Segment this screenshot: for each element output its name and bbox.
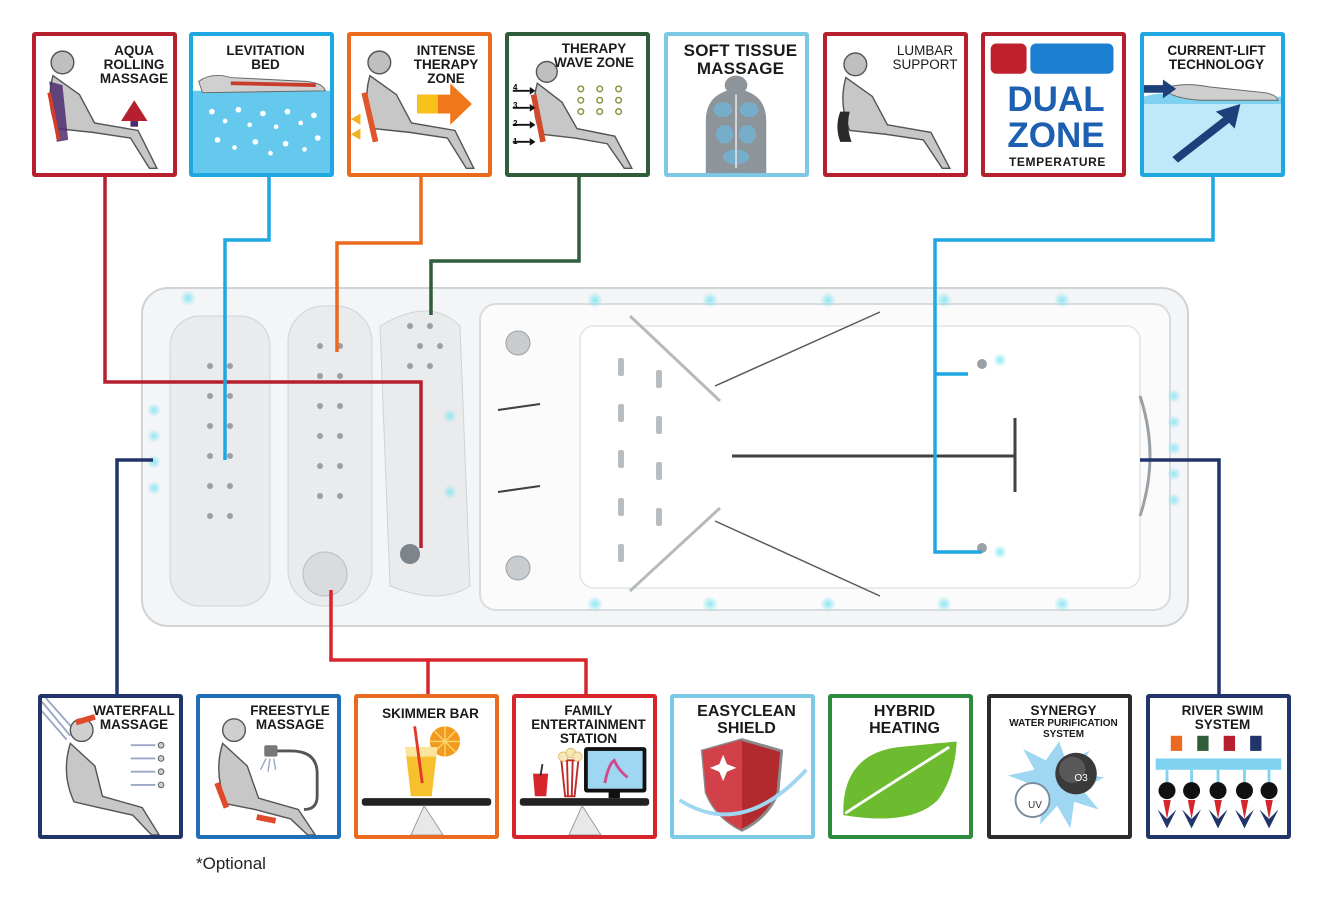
tile-title-easyclean-shield: EASYCLEAN SHIELD [697, 703, 796, 737]
tile-aqua-rolling-massage: AQUA ROLLING MASSAGE [32, 32, 177, 177]
tile-family-entertainment-station: FAMILY ENTERTAINMENT STATION [512, 694, 657, 839]
tile-title-waterfall-massage: WATERFALL MASSAGE [93, 703, 175, 733]
jet-level-1: 1 [513, 137, 518, 146]
swim-jets-icon [1155, 735, 1282, 829]
floating-body-bubbles-icon [193, 74, 330, 173]
jet-level-2: 2 [513, 119, 518, 128]
tablet-popcorn-tray-icon [519, 747, 650, 835]
handheld-shower-figure-icon [214, 718, 319, 835]
tile-title-therapy-wave-zone: THERAPY WAVE ZONE [553, 41, 634, 71]
jet-level-4: 4 [513, 83, 518, 92]
tile-title-dual-zone-temperature: TEMPERATURE [1008, 155, 1107, 169]
waterfall-figure-icon [42, 698, 165, 835]
ozone-badge: O3 [1074, 773, 1088, 784]
tile-easyclean-shield: EASYCLEAN SHIELD [670, 694, 815, 839]
tile-current-lift-technology: CURRENT-LIFT TECHNOLOGY [1140, 32, 1285, 177]
seated-figure-lumbar-icon [837, 52, 952, 169]
tile-levitation-bed: LEVITATION BED [189, 32, 334, 177]
dual-zone-logo-icon [990, 43, 1114, 74]
tile-dual-zone-temperature: DUAL ZONE TEMPERATURE [981, 32, 1126, 177]
tile-title-synergy: SYNERGY [1030, 703, 1097, 718]
tile-title-aqua-rolling-massage: AQUA ROLLING MASSAGE [99, 43, 169, 87]
tile-title-hybrid-heating: HYBRID HEATING [869, 703, 940, 737]
drink-tray-icon [361, 726, 492, 835]
tile-soft-tissue-massage: SOFT TISSUE MASSAGE [664, 32, 809, 177]
tile-title-lumbar-support: LUMBAR SUPPORT [892, 43, 958, 73]
jet-level-3: 3 [513, 101, 518, 110]
swim-spa-top-view [141, 287, 1189, 627]
tile-title-levitation-bed: LEVITATION BED [226, 43, 305, 73]
tile-title-intense-therapy-zone: INTENSE THERAPY ZONE [413, 43, 479, 87]
uv-ozone-splash-icon [1008, 741, 1105, 829]
shield-icon [678, 738, 808, 832]
swimmer-current-icon [1144, 79, 1281, 173]
tile-title-soft-tissue-massage: SOFT TISSUE MASSAGE [683, 41, 798, 78]
seated-figure-arrow-icon [47, 50, 159, 169]
tile-hybrid-heating: HYBRID HEATING [828, 694, 973, 839]
uv-badge: UV [1028, 800, 1042, 811]
leaf-icon [843, 741, 957, 819]
tile-waterfall-massage: WATERFALL MASSAGE [38, 694, 183, 839]
tile-title-freestyle-massage: FREESTYLE MASSAGE [250, 703, 330, 733]
tile-synergy-water-purification: SYNERGY WATER PURIFICATION SYSTEM O3 UV [987, 694, 1132, 839]
dual-zone-logo-text: DUAL ZONE [1007, 80, 1105, 155]
seated-figure-wave-jets-icon [512, 60, 634, 169]
tile-therapy-wave-zone: 4 3 2 1 THERAPY WAVE ZONE [505, 32, 650, 177]
tile-title-skimmer-bar: SKIMMER BAR [382, 706, 479, 721]
tile-sublabel-synergy: WATER PURIFICATION SYSTEM [1009, 718, 1118, 740]
tile-skimmer-bar: SKIMMER BAR [354, 694, 499, 839]
tile-intense-therapy-zone: INTENSE THERAPY ZONE [347, 32, 492, 177]
tile-title-family-entertainment-station: FAMILY ENTERTAINMENT STATION [531, 703, 646, 747]
tile-freestyle-massage: FREESTYLE MASSAGE [196, 694, 341, 839]
tile-river-swim-system: RIVER SWIM SYSTEM [1146, 694, 1291, 839]
back-muscles-icon [705, 75, 767, 173]
seated-figure-heat-arrow-icon [351, 50, 475, 169]
optional-footnote: *Optional [196, 854, 266, 873]
tile-title-current-lift-technology: CURRENT-LIFT TECHNOLOGY [1167, 43, 1266, 73]
tile-lumbar-support: LUMBAR SUPPORT [823, 32, 968, 177]
tile-title-river-swim-system: RIVER SWIM SYSTEM [1181, 703, 1264, 733]
connector-family-entertainment-station [428, 658, 588, 694]
